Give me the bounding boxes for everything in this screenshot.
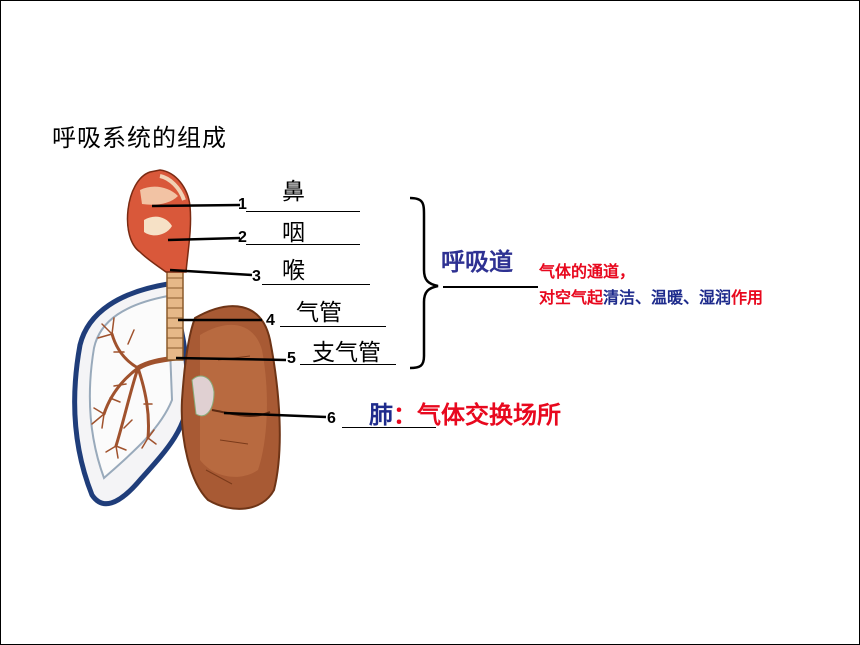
answer-text-5: 支气管 — [312, 340, 381, 366]
airway-function-line1: 气体的通道， — [539, 262, 636, 281]
lung-label: 肺：气体交换场所 — [369, 395, 561, 430]
label-number-1: 1 — [238, 196, 247, 213]
airway-function-prefix: 对空气起 — [539, 288, 604, 307]
answer-blank-2 — [246, 244, 360, 245]
slide-title: 呼吸系统的组成 — [52, 124, 227, 152]
bronchial-tree — [91, 317, 179, 459]
label-number-2: 2 — [238, 229, 247, 246]
answer-text-4: 气管 — [296, 300, 342, 326]
label-number-6: 6 — [327, 410, 336, 427]
answer-text-3: 喉 — [282, 258, 305, 284]
answer-blank-5 — [300, 364, 396, 365]
airway-function-highlight: 清洁、温暖、湿润 — [603, 288, 732, 307]
label-number-3: 3 — [252, 268, 261, 285]
lung-function: ：气体交换场所 — [393, 401, 561, 429]
label-number-4: 4 — [266, 312, 275, 329]
lung-name: 肺 — [369, 401, 393, 429]
label-number-5: 5 — [287, 350, 296, 367]
airway-label: 呼吸道 — [441, 248, 513, 276]
answer-blank-6 — [342, 427, 436, 428]
answer-blank-1 — [246, 211, 360, 212]
airway-function-suffix: 作用 — [731, 288, 764, 307]
answer-text-1: 鼻 — [282, 179, 305, 205]
answer-blank-4 — [280, 326, 386, 327]
answer-blank-3 — [262, 284, 370, 285]
airway-brace — [409, 196, 439, 370]
answer-text-2: 咽 — [282, 220, 305, 246]
airway-function-line2: 对空气起清洁、温暖、湿润作用 — [539, 284, 763, 308]
